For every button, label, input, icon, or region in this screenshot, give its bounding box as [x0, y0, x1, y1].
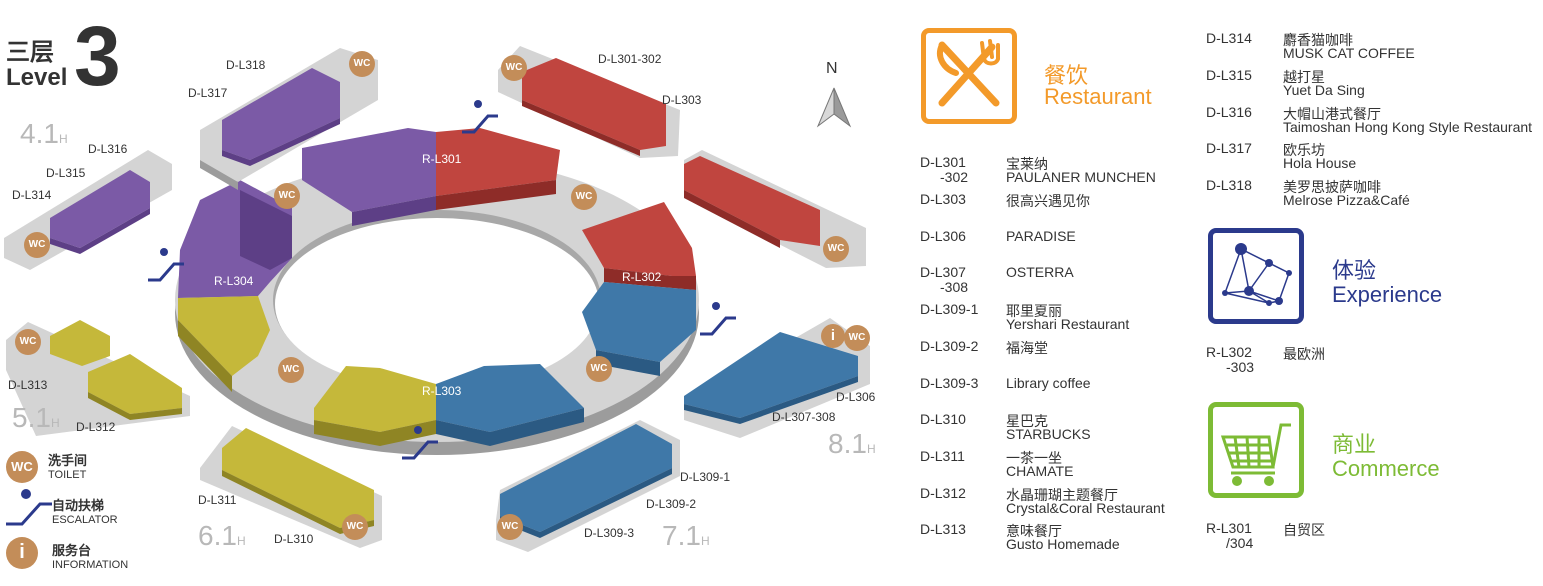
- block-bottom-right: [496, 420, 680, 552]
- height-4-1: 4.1H: [20, 118, 68, 149]
- restaurant-list-2: D-L314 麝香猫咖啡 MUSK CAT COFFEE D-L315 越打星 …: [1206, 30, 1533, 208]
- level-title-cn: 三层: [6, 39, 54, 66]
- restaurant-list: D-L301 -302 宝莱纳 PAULANER MUNCHEN D-L303 …: [920, 154, 1165, 552]
- height-6-1: 6.1H: [198, 520, 246, 551]
- store-r-l304[interactable]: [178, 180, 292, 392]
- wc-label: WC: [590, 363, 608, 374]
- wc-label: WC: [848, 332, 866, 343]
- store-r-l301-purple[interactable]: [302, 128, 436, 226]
- block-lower-left: [6, 320, 190, 436]
- wc-icon: [586, 356, 612, 382]
- wc-icon: [571, 184, 597, 210]
- wc-icon: [844, 325, 870, 351]
- wc-label: WC: [28, 239, 46, 250]
- map-label-d-l309-1: D-L309-1: [680, 470, 731, 484]
- commerce-category-cn: 商业: [1332, 432, 1377, 457]
- escalator-legend-icon: [21, 489, 31, 499]
- wc-label: WC: [501, 521, 519, 532]
- map-label-r-l302: R-L302: [622, 270, 662, 284]
- map-label-d-l315: D-L315: [46, 166, 86, 180]
- wc-icon: [342, 514, 368, 540]
- map-label-d-l310: D-L310: [274, 532, 314, 546]
- escalator-icons: [6, 114, 736, 526]
- network-icon: [1222, 243, 1292, 306]
- wc-icon: [823, 236, 849, 262]
- block-top-right: [498, 46, 680, 158]
- wc-label: WC: [827, 243, 845, 254]
- compass-arrow-icon: [816, 87, 852, 128]
- store-r-l303[interactable]: [314, 364, 584, 446]
- wc-label: WC: [19, 336, 37, 347]
- commerce-category-en: Commerce: [1332, 456, 1440, 481]
- wc-icon: [278, 357, 304, 383]
- wc-legend-icon: [6, 451, 38, 483]
- wc-icon: [349, 51, 375, 77]
- floor-map: 三层 Level 3 N D-L318 D-L317 D-L301-302 D-…: [4, 9, 876, 571]
- wc-icon: [501, 55, 527, 81]
- commerce-category-icon-box: [1208, 402, 1304, 498]
- height-5-1: 5.1H: [12, 402, 60, 433]
- wc-icon: [15, 329, 41, 355]
- floor-map-graphic: [4, 46, 870, 569]
- map-label-d-l309-3: D-L309-3: [584, 526, 635, 540]
- map-label-d-l317: D-L317: [188, 86, 228, 100]
- escalator-icon: [414, 426, 422, 434]
- escalator-icon: [474, 100, 482, 108]
- height-7-1: 7.1H: [662, 520, 710, 551]
- experience-category-icon-box: [1208, 228, 1304, 324]
- legend-toilet: 洗手间 TOILET: [48, 453, 88, 481]
- level-number: 3: [74, 9, 121, 103]
- block-right: [684, 150, 866, 268]
- central-ring: [175, 158, 699, 455]
- info-legend-icon: [6, 537, 38, 569]
- compass-north-label: N: [826, 60, 838, 77]
- shopping-cart-icon: [1220, 423, 1291, 486]
- restaurant-category-en: Restaurant: [1044, 84, 1152, 109]
- wc-icon: [274, 183, 300, 209]
- map-label-d-l309-2: D-L309-2: [646, 497, 697, 511]
- map-label-d-l307-308: D-L307-308: [772, 410, 836, 424]
- legend-information: 服务台 INFORMATION: [52, 543, 129, 571]
- map-label-d-l316: D-L316: [88, 142, 128, 156]
- wc-label: WC: [282, 364, 300, 375]
- wc-legend-label: WC: [11, 459, 33, 474]
- map-label-d-l312: D-L312: [76, 420, 116, 434]
- restaurant-category-icon-box: [921, 28, 1017, 124]
- map-label-d-l303: D-L303: [662, 93, 702, 107]
- escalator-icon: [712, 302, 720, 310]
- wc-label: WC: [505, 62, 523, 73]
- wc-label: WC: [278, 190, 296, 201]
- restaurant-category-cn: 餐饮: [1044, 63, 1089, 88]
- wc-label: WC: [346, 521, 364, 532]
- info-label: i: [830, 327, 836, 344]
- map-label-d-l301-302: D-L301-302: [598, 52, 662, 66]
- experience-category-en: Experience: [1332, 282, 1443, 307]
- legend-escalator: 自动扶梯 ESCALATOR: [52, 498, 118, 526]
- experience-category-cn: 体验: [1332, 258, 1377, 283]
- level-title-en: Level: [6, 64, 68, 91]
- info-icon: [821, 324, 845, 348]
- store-r-l302[interactable]: [582, 202, 696, 376]
- map-label-r-l301: R-L301: [422, 152, 462, 166]
- wc-label: WC: [353, 58, 371, 69]
- height-8-1: 8.1H: [828, 428, 876, 459]
- store-r-l301-red[interactable]: [436, 128, 560, 210]
- map-label-d-l311: D-L311: [198, 493, 237, 507]
- map-label-d-l313: D-L313: [8, 378, 48, 392]
- map-label-r-l303: R-L303: [422, 384, 462, 398]
- escalator-icon: [160, 248, 168, 256]
- map-label-r-l304: R-L304: [214, 274, 254, 288]
- map-label-d-l306: D-L306: [836, 390, 876, 404]
- block-top-left: [200, 48, 378, 190]
- map-label-d-l318: D-L318: [226, 58, 266, 72]
- info-legend-label: i: [19, 541, 25, 563]
- commerce-list: R-L301 /304 自贸区: [1206, 520, 1325, 551]
- block-lower-right: [684, 318, 870, 438]
- map-label-d-l314: D-L314: [12, 188, 52, 202]
- wc-icon: [24, 232, 50, 258]
- wc-icon: [497, 514, 523, 540]
- wc-label: WC: [575, 191, 593, 202]
- experience-list: R-L302 -303 最欧洲: [1206, 344, 1325, 375]
- fork-knife-icon: [936, 39, 1000, 107]
